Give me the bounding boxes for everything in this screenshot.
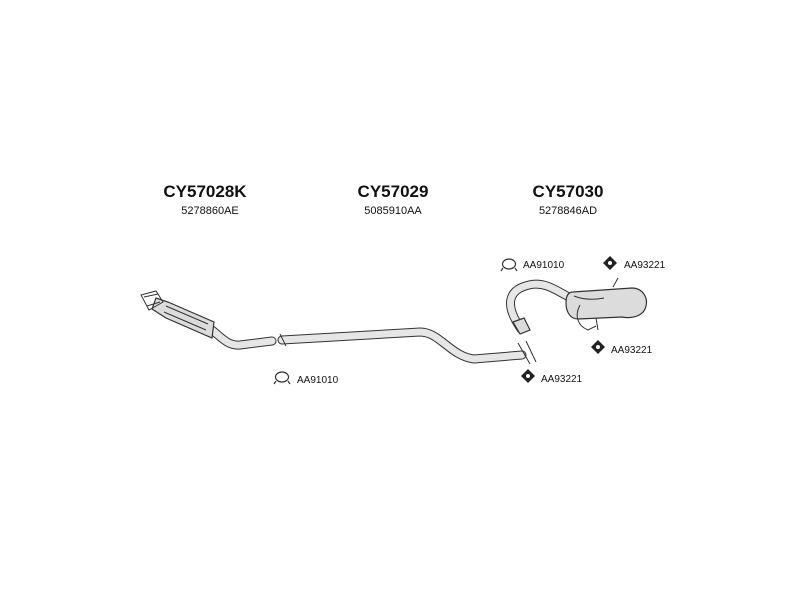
clamp-icon: [273, 371, 291, 385]
accessory-code: AA91010: [297, 375, 339, 386]
oem-code-5085910aa: 5085910AA: [364, 205, 422, 217]
accessory-code: AA93221: [611, 345, 653, 356]
oem-code-5278846ad: 5278846AD: [539, 205, 597, 217]
accessory-code: AA93221: [541, 374, 583, 385]
part-code-cy57028k: CY57028K: [163, 182, 247, 201]
accessory-aa93221-middle: AA93221: [591, 340, 653, 356]
accessory-aa93221-bottom: AA93221: [521, 369, 583, 385]
accessory-code: AA93221: [624, 260, 666, 271]
middle-pipe: [277, 327, 537, 365]
oem-code-5278860ae: 5278860AE: [181, 205, 239, 217]
rubber-mount-icon: [521, 369, 535, 383]
part-code-cy57030: CY57030: [533, 182, 604, 201]
accessory-code: AA91010: [523, 260, 565, 271]
part-code-cy57029: CY57029: [358, 182, 429, 201]
accessory-aa91010-rear: AA91010: [500, 258, 565, 272]
clamp-icon: [500, 258, 518, 272]
front-pipe-catalyst: [140, 290, 277, 350]
rubber-mount-icon: [591, 340, 605, 354]
rubber-mount-icon: [603, 256, 617, 270]
rear-muffler: [506, 277, 648, 335]
accessory-aa93221-top: AA93221: [603, 256, 666, 271]
accessory-aa91010-front: AA91010: [273, 371, 339, 386]
